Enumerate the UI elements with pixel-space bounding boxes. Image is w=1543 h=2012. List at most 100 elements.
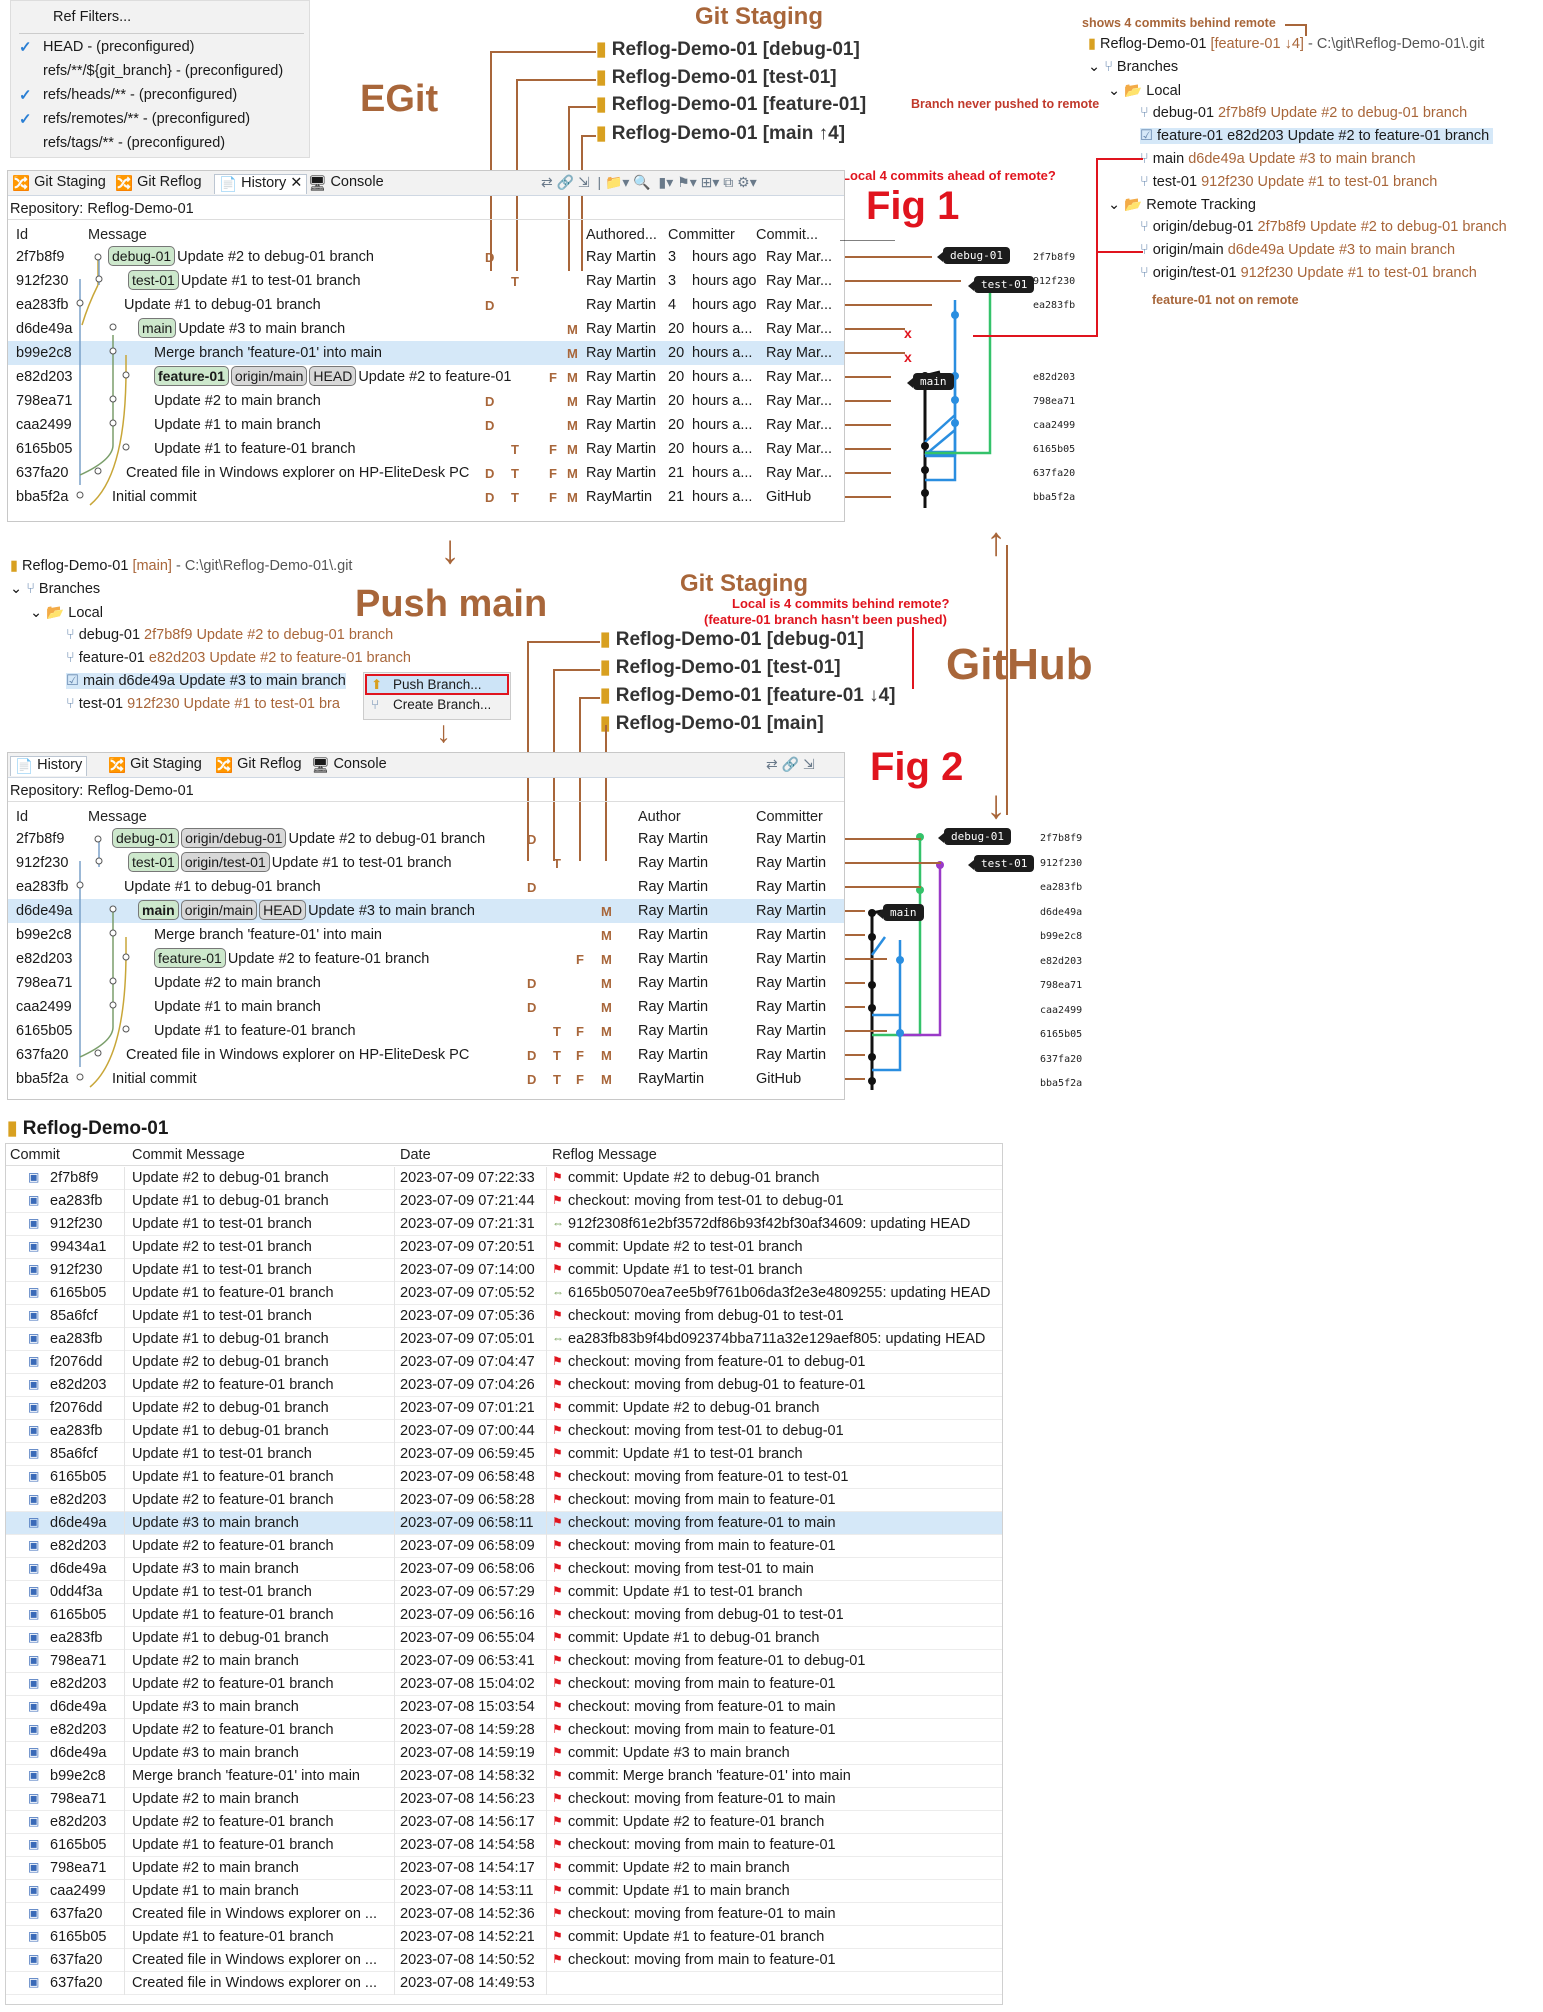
- tab-git-reflog-2[interactable]: 🔀 Git Reflog: [215, 756, 302, 774]
- col-message-1[interactable]: Message: [88, 227, 147, 243]
- branch-tag[interactable]: main: [138, 318, 177, 338]
- branch-tag[interactable]: origin/test-01: [180, 852, 270, 872]
- col-reflog-message[interactable]: Reflog Message: [552, 1147, 657, 1163]
- ref-filters-title[interactable]: Ref Filters...: [53, 9, 132, 25]
- remote-branch-node[interactable]: ⑂ origin/main d6de49a Update #3 to main …: [1140, 242, 1455, 258]
- checkbox-icon[interactable]: ✓: [19, 87, 32, 104]
- col-commit-1[interactable]: Commit...: [756, 227, 819, 243]
- local-node-top[interactable]: ⌄ 📂 Local: [1108, 83, 1181, 99]
- branch-tag[interactable]: test-01: [128, 270, 179, 290]
- repo-node-mid[interactable]: ▮ Reflog-Demo-01 [main] - C:\git\Reflog-…: [10, 558, 353, 574]
- checkbox-icon[interactable]: ✓: [19, 39, 32, 56]
- local-branch-node[interactable]: ⑂ test-01 912f230 Update #1 to test-01 b…: [1140, 174, 1441, 190]
- branch-tag[interactable]: main: [138, 900, 179, 920]
- branch-tag[interactable]: feature-01: [154, 948, 226, 968]
- branch-tag[interactable]: origin/main: [180, 900, 258, 920]
- checkbox-icon[interactable]: [19, 137, 33, 151]
- remote-tracking-node[interactable]: ⌄ 📂 Remote Tracking: [1108, 197, 1256, 213]
- tab-git-staging-2[interactable]: 🔀 Git Staging: [108, 756, 202, 774]
- branch-tag[interactable]: origin/main: [230, 366, 308, 386]
- close-icon[interactable]: ✕: [290, 175, 303, 191]
- local-branch-node[interactable]: ⑂ debug-01 2f7b8f9 Update #2 to debug-01…: [1140, 105, 1471, 121]
- ref-filter-item[interactable]: refs/**/${git_branch} - (preconfigured): [11, 61, 306, 83]
- col-id-1[interactable]: Id: [16, 227, 29, 243]
- remote-branch-node[interactable]: ⑂ origin/test-01 912f230 Update #1 to te…: [1140, 265, 1477, 281]
- local-branch-node[interactable]: ☑ feature-01 e82d203 Update #2 to featur…: [1140, 128, 1494, 144]
- branch-tag[interactable]: debug-01: [108, 246, 176, 266]
- col-date[interactable]: Date: [400, 1147, 431, 1163]
- branch-tag[interactable]: HEAD: [259, 900, 307, 920]
- local-branch-node[interactable]: ☑ main d6de49a Update #3 to main branch: [66, 673, 346, 689]
- history-toolbar-2[interactable]: ⇄ 🔗 ⇲: [766, 756, 815, 772]
- checkbox-icon[interactable]: [19, 65, 33, 79]
- ref-filter-item[interactable]: ✓refs/heads/** - (preconfigured): [11, 85, 306, 107]
- local-branch-node[interactable]: ⑂ debug-01 2f7b8f9 Update #2 to debug-01…: [66, 627, 393, 643]
- tab-git-reflog[interactable]: 🔀 Git Reflog: [115, 174, 202, 192]
- create-branch-menu-item[interactable]: ⑂Create Branch...: [371, 697, 492, 712]
- col-message-2[interactable]: Message: [88, 809, 147, 825]
- branch-tag[interactable]: HEAD: [309, 366, 357, 386]
- col-committer-2[interactable]: Committer: [756, 809, 823, 825]
- branch-tag[interactable]: test-01: [128, 852, 179, 872]
- col-id-2[interactable]: Id: [16, 809, 29, 825]
- col-author-2[interactable]: Author: [638, 809, 681, 825]
- remote-branch-node[interactable]: ⑂ origin/debug-01 2f7b8f9 Update #2 to d…: [1140, 219, 1507, 235]
- local-branch-node[interactable]: ⑂ main d6de49a Update #3 to main branch: [1140, 151, 1420, 167]
- ref-filter-item[interactable]: ✓HEAD - (preconfigured): [11, 37, 306, 59]
- col-commit-message[interactable]: Commit Message: [132, 1147, 245, 1163]
- local-branch-node[interactable]: ⑂ test-01 912f230 Update #1 to test-01 b…: [66, 696, 340, 712]
- branch-tag[interactable]: origin/debug-01: [181, 828, 287, 848]
- tab-history-2[interactable]: 📄 History: [10, 756, 88, 776]
- col-commit[interactable]: Commit: [10, 1147, 60, 1163]
- branches-node-mid[interactable]: ⌄ ⑂ Branches: [10, 581, 101, 597]
- checkbox-icon[interactable]: ✓: [19, 111, 32, 128]
- push-branch-menu-item[interactable]: ⬆Push Branch...: [365, 674, 509, 695]
- col-committer-1[interactable]: Committer: [668, 227, 735, 243]
- ref-filter-item[interactable]: refs/tags/** - (preconfigured): [11, 133, 306, 155]
- branch-tag[interactable]: feature-01: [154, 366, 229, 386]
- branch-tag[interactable]: debug-01: [112, 828, 180, 848]
